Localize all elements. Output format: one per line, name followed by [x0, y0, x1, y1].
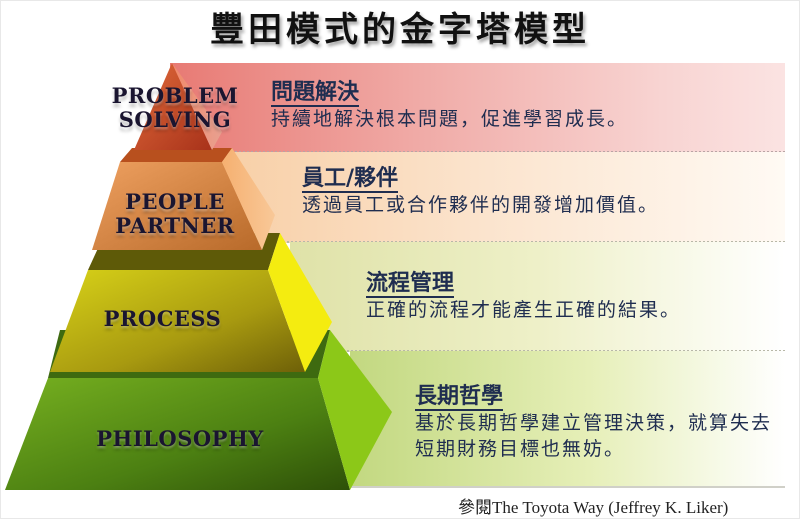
people-side-face: [222, 148, 275, 250]
band-problem-solving: [170, 63, 785, 153]
tier-heading: 員工/夥伴: [302, 165, 399, 194]
tier-description-people-partner: 員工/夥伴 透過員工或合作夥伴的開發增加價值。: [302, 165, 660, 219]
tier-description-text: 持續地解決根本問題，促進學習成長。: [271, 108, 629, 131]
tier-label-process: PROCESS: [80, 307, 245, 331]
tier-label-line: SOLVING: [118, 106, 232, 132]
source-citation: 參閱The Toyota Way (Jeffrey K. Liker): [458, 498, 729, 517]
people-top-face: [120, 148, 232, 162]
tier-label-philosophy: PHILOSOPHY: [60, 427, 300, 451]
band-philosophy: [350, 351, 785, 488]
tier-heading: 流程管理: [366, 270, 455, 299]
tier-description-philosophy: 長期哲學 基於長期哲學建立管理決策，就算失去短期財務目標也無妨。: [415, 383, 775, 463]
tier-label-line: PARTNER: [115, 212, 235, 238]
tier-label-people-partner: PEOPLE PARTNER: [100, 190, 250, 237]
band-people-partner: [220, 152, 785, 243]
tier-label-line: PHILOSOPHY: [96, 426, 264, 451]
problem-front-face: [134, 63, 212, 150]
tier-label-problem-solving: PROBLEM SOLVING: [100, 84, 250, 131]
tier-heading: 問題解決: [271, 79, 360, 108]
tier-description-text: 透過員工或合作夥伴的開發增加價值。: [302, 194, 660, 217]
philosophy-side-face: [318, 330, 392, 490]
people-front-face: [92, 162, 262, 250]
tier-description-text: 正確的流程才能產生正確的結果。: [366, 299, 682, 322]
tier-description-process: 流程管理 正確的流程才能產生正確的結果。: [366, 270, 682, 324]
process-front-face: [50, 270, 305, 372]
process-side-face: [268, 233, 332, 372]
tier-label-line: PROBLEM: [111, 83, 239, 108]
page-title: 豐田模式的金字塔模型: [210, 10, 590, 50]
tier-description-problem-solving: 問題解決 持續地解決根本問題，促進學習成長。: [271, 79, 629, 133]
tier-heading: 長期哲學: [415, 383, 504, 412]
tier-label-line: PROCESS: [103, 306, 222, 331]
problem-side-face: [172, 63, 222, 150]
tier-description-text: 基於長期哲學建立管理決策，就算失去短期財務目標也無妨。: [415, 412, 773, 460]
philosophy-front-face: [5, 378, 350, 490]
tier-label-line: PEOPLE: [125, 189, 225, 214]
